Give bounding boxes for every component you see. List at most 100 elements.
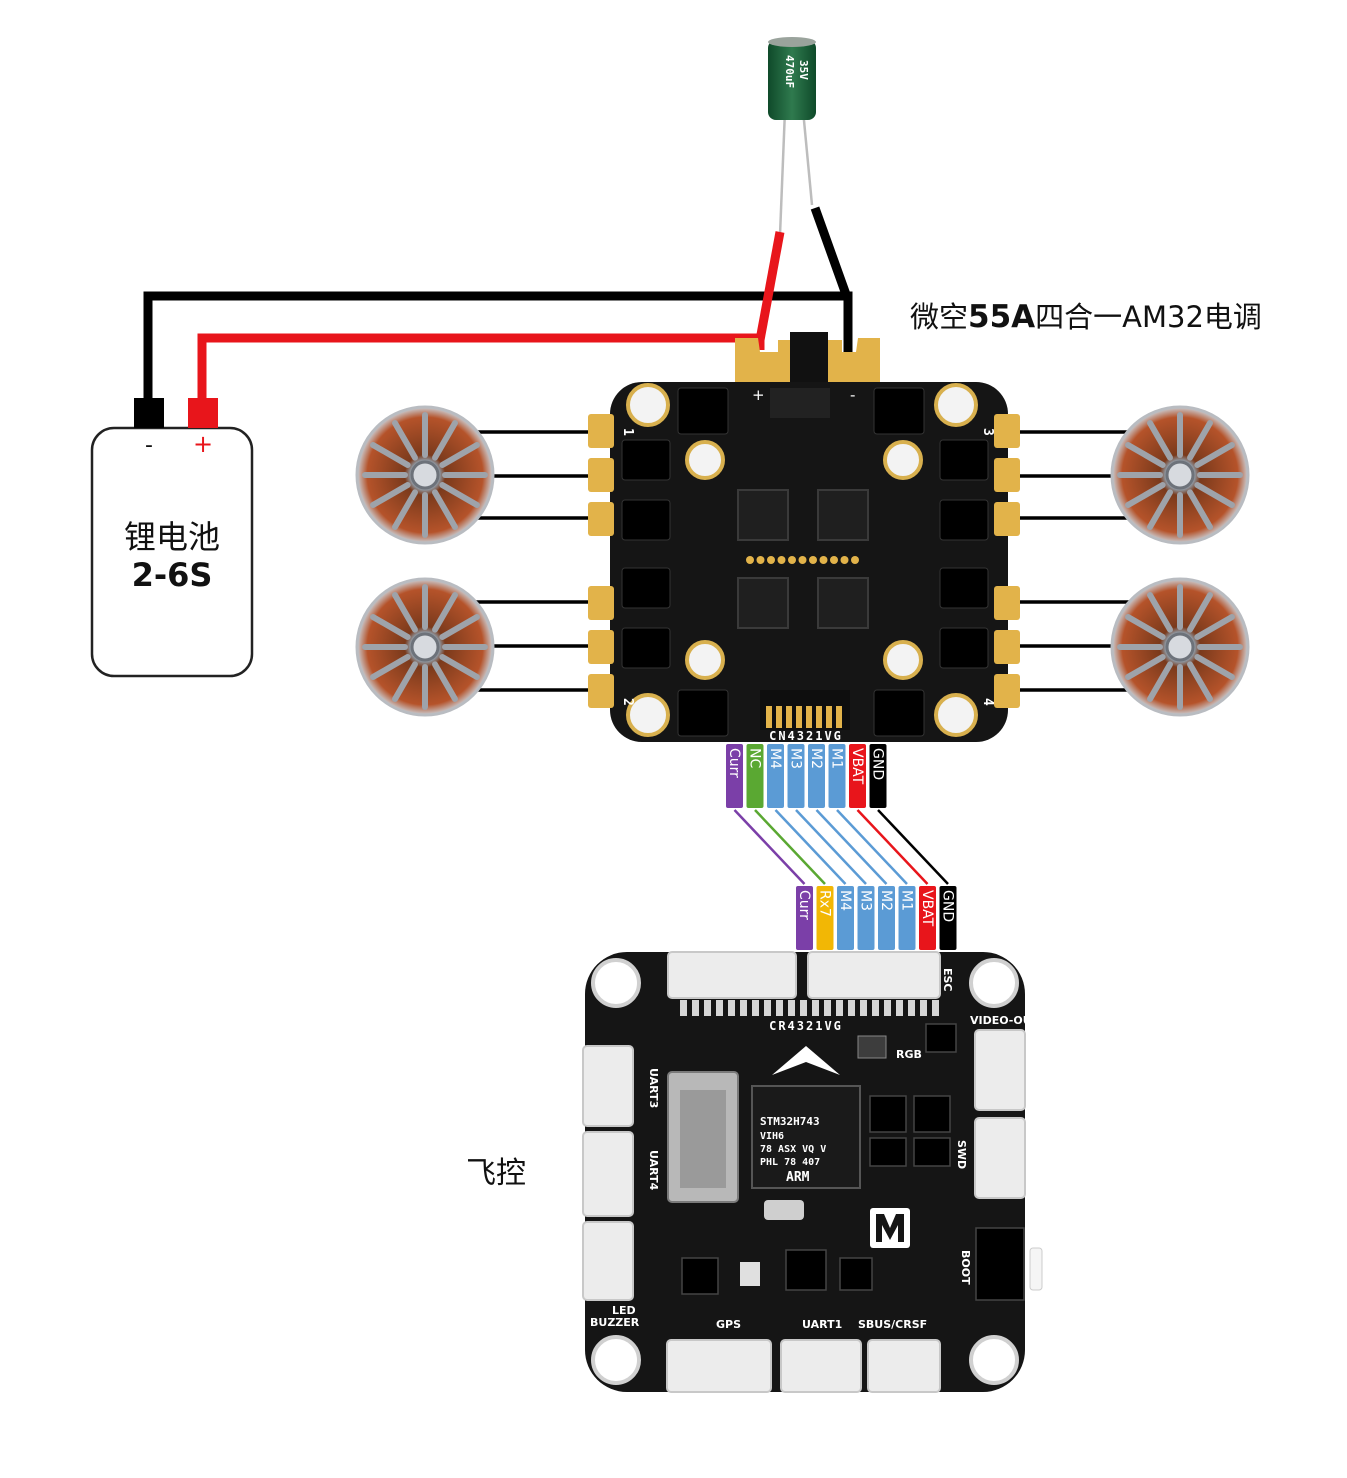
fc-pin-label: Curr [796,890,812,920]
fc-pin-swatch [837,886,854,950]
signal-wire [774,809,847,885]
esc-mount-hole [934,693,978,737]
fc-pin-label: GND [940,890,956,922]
motor-spoke [439,442,480,468]
esc-pin-swatch [808,744,825,808]
esc-mount-hole [883,640,923,680]
fc-gps-label: GPS [716,1318,741,1331]
motor-spoke [1125,654,1166,680]
capacitor-marking-1: 35V [797,60,810,80]
fc-mount-hole [591,958,641,1008]
motor-spoke [370,614,411,640]
esc-motor-pad [994,414,1020,448]
fc-pin-swatch [816,886,834,950]
capacitor-positive-wire [755,231,785,341]
esc-test-pad [798,556,807,564]
motor-spoke [1194,442,1235,468]
esc-mosfet [939,499,989,541]
motor-spoke [439,654,480,680]
battery-spec: 2-6S [131,556,213,594]
esc-mosfet [677,689,729,737]
fc-header-pin [704,1000,711,1016]
fc-header-pin [884,1000,891,1016]
fc-mcu-line1: STM32H743 [760,1115,820,1128]
fc-swd-connector [974,1117,1026,1199]
battery-body [90,426,254,678]
fc-header-pin [776,1000,783,1016]
esc-motor-pad [994,458,1020,492]
fc-baro-sensor [740,1262,760,1286]
esc-pin-label: Curr [726,748,742,778]
signal-wire [836,809,908,885]
esc-pcb [610,382,1008,742]
esc-connector-pin [836,706,842,728]
motor-spoke [432,420,458,461]
motor-spoke [1147,592,1173,633]
battery-negative-wire [143,291,853,398]
motor-shaft [410,632,440,662]
fc-pin-swatch [939,886,957,950]
motor-3 [1110,405,1250,545]
esc-mosfet [621,567,671,609]
esc-motor-pad [994,586,1020,620]
esc-plus-mark: + [752,386,765,404]
esc-motor-pad [588,458,614,492]
fc-header-pin [860,1000,867,1016]
fc-mcu-line3: 78 ASX VQ V [760,1144,826,1155]
motor-shaft [1165,632,1195,662]
esc-motor-pad [994,674,1020,708]
fc-header-pin [788,1000,795,1016]
fc-crystal [764,1200,804,1220]
esc-connector-pin [826,706,832,728]
esc-mosfet [873,387,925,435]
fc-uart3-label: UART3 [647,1068,660,1108]
esc-mosfet [873,689,925,737]
motor-spoke [1187,661,1213,702]
esc-test-pad [788,556,796,564]
fc-title: 飞控 [466,1156,526,1191]
fc-chip [785,1249,827,1291]
capacitor-body [768,40,816,120]
fc-mcu [751,1085,861,1189]
fc-sbus-connector [867,1339,941,1393]
motor-spoke [370,442,411,468]
esc-mount-hole [883,440,923,480]
fc-mount-hole [969,1335,1019,1385]
fc-header-pin [932,1000,939,1016]
esc-board: + - [588,332,1020,743]
esc-pin-label: M3 [788,748,804,769]
capacitor-marking-2: 470uF [783,55,796,88]
fc-connector-top-left [667,951,797,999]
esc-title-pre: 微空 [910,300,969,334]
esc-title-post: 四合一AM32电调 [1035,300,1262,334]
fc-header-pin [920,1000,927,1016]
fc-chip [913,1095,951,1133]
motor-spoke [1187,489,1213,530]
fc-led-buzzer-connector [582,1221,634,1301]
motor-phase-wires [440,430,1150,692]
motor-1 [355,405,495,545]
esc-connector-pin [786,706,792,728]
esc-corner-label-1: 1 [620,428,635,436]
esc-mosfet [621,499,671,541]
esc-mount-hole [685,640,725,680]
esc-pin-swatch [726,744,743,808]
esc-test-pad [777,556,786,564]
fc-pin-label: M2 [878,890,894,911]
esc-mount-hole [626,693,670,737]
motor-shaft [410,460,440,490]
esc-positive-pad [735,338,792,384]
esc-connector-pin [796,706,802,728]
fc-swd-label: SWD [955,1140,968,1169]
esc-test-points [746,556,859,564]
fc-connector-silk: CR4321VG [769,1019,843,1033]
esc-title: 微空55A四合一AM32电调 [910,294,1262,336]
motor-2 [355,577,495,717]
fc-header-pin [836,1000,843,1016]
motor-4 [1110,577,1250,717]
fc-pin-swatch [919,886,936,950]
fc-header-pin [872,1000,879,1016]
fc-pin-swatch [898,886,916,950]
fc-chip [869,1095,907,1133]
